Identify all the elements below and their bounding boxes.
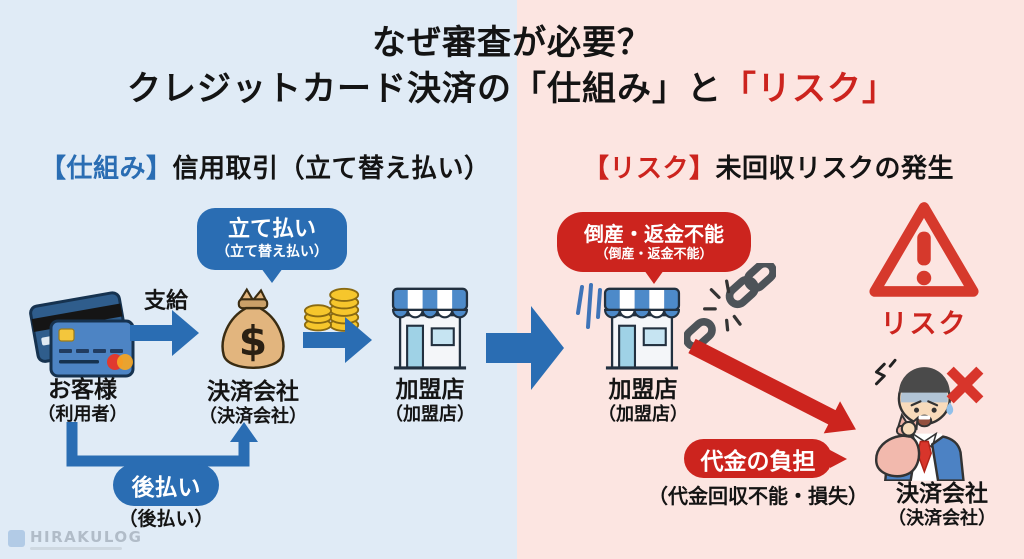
title-line1: なぜ審査が必要？ (372, 23, 652, 63)
watermark-text: HIRAKULOG (30, 528, 143, 546)
supply-arrow-label: 支給 (143, 289, 188, 314)
risk-processor-alias: （決済会社） (888, 508, 996, 529)
credit-cards-icon (29, 291, 135, 378)
risk-merchant-name: 加盟店 (608, 377, 678, 403)
risk-merchant-label: 加盟店 （加盟店） (588, 377, 698, 426)
risk-merchant-alias: （加盟店） (598, 404, 688, 425)
customer-label: お客様 （利用者） (15, 377, 150, 426)
merchant-alias: （加盟店） (385, 404, 475, 425)
processor-label: 決済会社 （決済会社） (188, 379, 318, 428)
bankruptcy-badge-title: 倒産・返金不能 (584, 221, 724, 246)
storefront-icon (386, 280, 474, 375)
risk-heading-text: 未回収リスクの発生 (715, 154, 955, 184)
money-bag-icon: $ (221, 287, 285, 370)
risk-heading-tag: 【リスク】 (583, 154, 716, 184)
merchant-label: 加盟店 （加盟店） (375, 377, 485, 426)
arrow-customer-to-processor (130, 310, 200, 356)
warning-triangle-icon (869, 202, 979, 297)
bankruptcy-badge-subtitle: （倒産・返金不能） (595, 246, 713, 262)
stress-lines-icon (576, 283, 602, 329)
risk-processor-name: 決済会社 (896, 481, 988, 507)
merchant-name: 加盟店 (395, 377, 465, 403)
title-risk-highlight: 「リスク」 (722, 69, 897, 109)
arrow-processor-to-merchant (303, 317, 373, 363)
mechanism-heading-text: 信用取引（立て替え払い） (172, 154, 491, 184)
risk-processor-label: 決済会社 （決済会社） (872, 481, 1012, 530)
risk-heading: 【リスク】未回収リスクの発生 (583, 148, 954, 185)
bankruptcy-badge: 倒産・返金不能 （倒産・返金不能） (557, 212, 751, 272)
advance-payment-badge-title: 立て払い (227, 217, 316, 242)
watermark: HIRAKULOG (8, 530, 142, 550)
burden-badge: 代金の負担 (684, 439, 832, 478)
risk-caption: リスク (880, 309, 968, 340)
worried-businessman-icon (874, 358, 965, 481)
processor-name: 決済会社 (207, 379, 299, 405)
processor-alias: （決済会社） (199, 406, 307, 427)
title-line2: クレジットカード決済の「仕組み」と「リスク」 (127, 69, 897, 109)
cross-icon (944, 364, 986, 406)
advance-payment-badge-subtitle: （立て替え払い） (216, 244, 328, 260)
customer-alias: （利用者） (37, 404, 128, 425)
mechanism-heading: 【仕組み】信用取引（立て替え払い） (40, 148, 491, 185)
customer-name: お客様 (48, 377, 117, 403)
deferred-payment-badge: 後払い (113, 464, 219, 506)
storefront-icon (598, 280, 686, 375)
broken-chain-icon (684, 263, 776, 349)
dollar-sign: $ (239, 317, 267, 365)
arrow-mechanism-to-risk (486, 306, 564, 390)
watermark-tagline (30, 547, 122, 550)
deferred-payment-arrow (66, 422, 258, 467)
watermark-logo-icon (8, 530, 25, 547)
burden-note: （代金回収不能・損失） (648, 484, 868, 508)
advance-payment-badge: 立て払い （立て替え払い） (197, 208, 347, 270)
page-title: なぜ審査が必要？ クレジットカード決済の「仕組み」と「リスク」 (0, 20, 1024, 112)
deferred-payment-note: （後払い） (118, 508, 214, 530)
mechanism-heading-tag: 【仕組み】 (40, 154, 173, 184)
